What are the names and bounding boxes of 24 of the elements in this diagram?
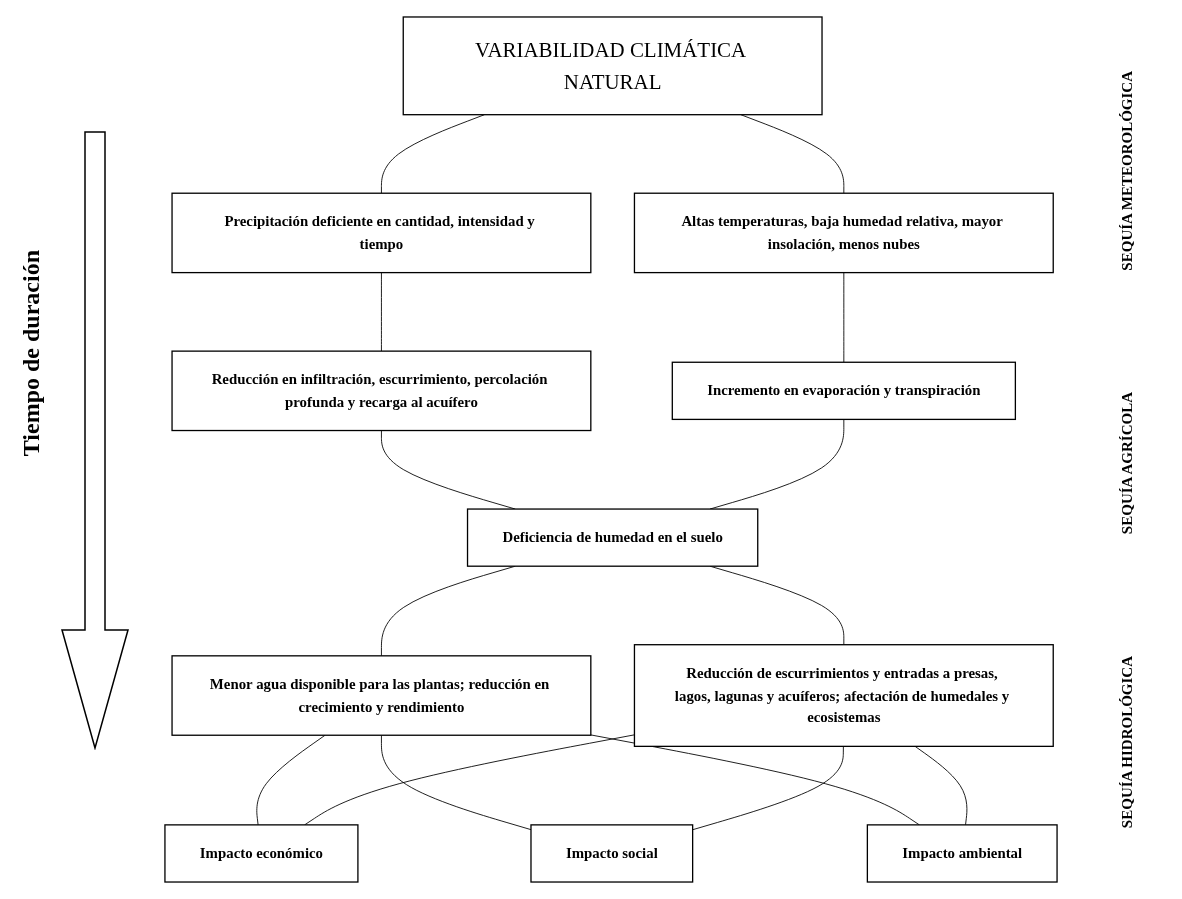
connector: [692, 745, 844, 831]
node-box: Precipitación deficiente en cantidad, intensidad y tiempo: [171, 192, 592, 274]
axis-label: Tiempo de duración: [18, 250, 45, 457]
node-box: Impacto económico: [164, 824, 359, 883]
node-box: Deficiencia de humedad en el suelo: [466, 508, 759, 567]
connector: [381, 272, 382, 352]
connector: [740, 114, 845, 194]
connector: [914, 745, 968, 826]
band-label: SEQUÍA AGRÍCOLA: [1118, 392, 1136, 535]
connector: [256, 734, 326, 826]
band-label: SEQUÍA METEOROLÓGICA: [1118, 70, 1136, 271]
connector: [304, 734, 635, 826]
connector: [590, 734, 920, 826]
node-box: Reducción de escurrimientos y entradas a presas, lagos, lagunas y acuíferos; afectación de humedales y ecosistemas: [633, 644, 1054, 747]
connector: [843, 272, 845, 363]
node-box: VARIABILIDAD CLIMÁTICA NATURAL: [402, 16, 823, 116]
node-box: Altas temperaturas, baja humedad relativa, mayor insolación, menos nubes: [633, 192, 1054, 274]
connector: [381, 114, 485, 194]
node-box: Menor agua disponible para las plantas; reducción en crecimiento y rendimiento: [171, 655, 592, 736]
band-label: SEQUÍA HIDROLÓGICA: [1118, 656, 1136, 829]
node-box: Impacto ambiental: [866, 824, 1058, 883]
node-box: Incremento en evaporación y transpiración: [671, 361, 1017, 421]
node-box: Reducción en infiltración, escurrimiento, percolación profunda y recarga al acuífero: [171, 350, 592, 432]
node-box: Impacto social: [530, 824, 694, 883]
